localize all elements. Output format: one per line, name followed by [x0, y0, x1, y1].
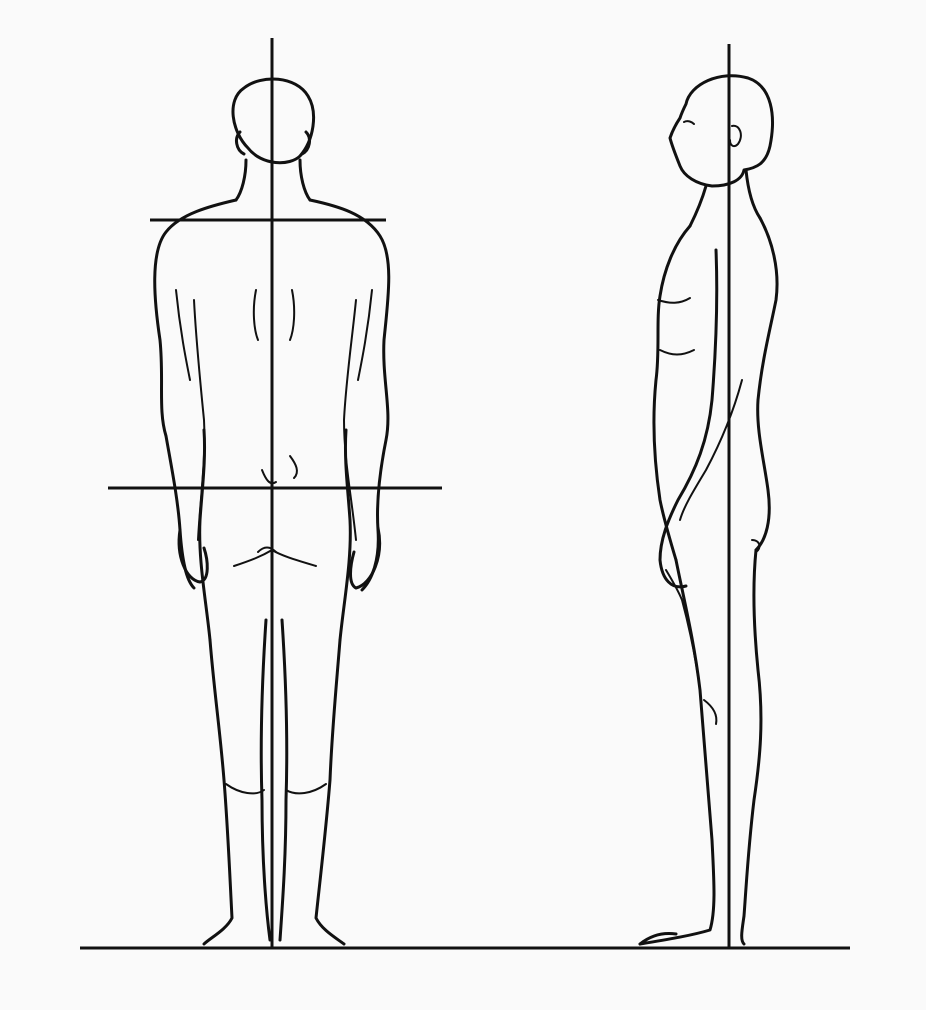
background — [0, 0, 926, 1010]
posture-diagram — [0, 0, 926, 1010]
posture-diagram-svg — [0, 0, 926, 1010]
